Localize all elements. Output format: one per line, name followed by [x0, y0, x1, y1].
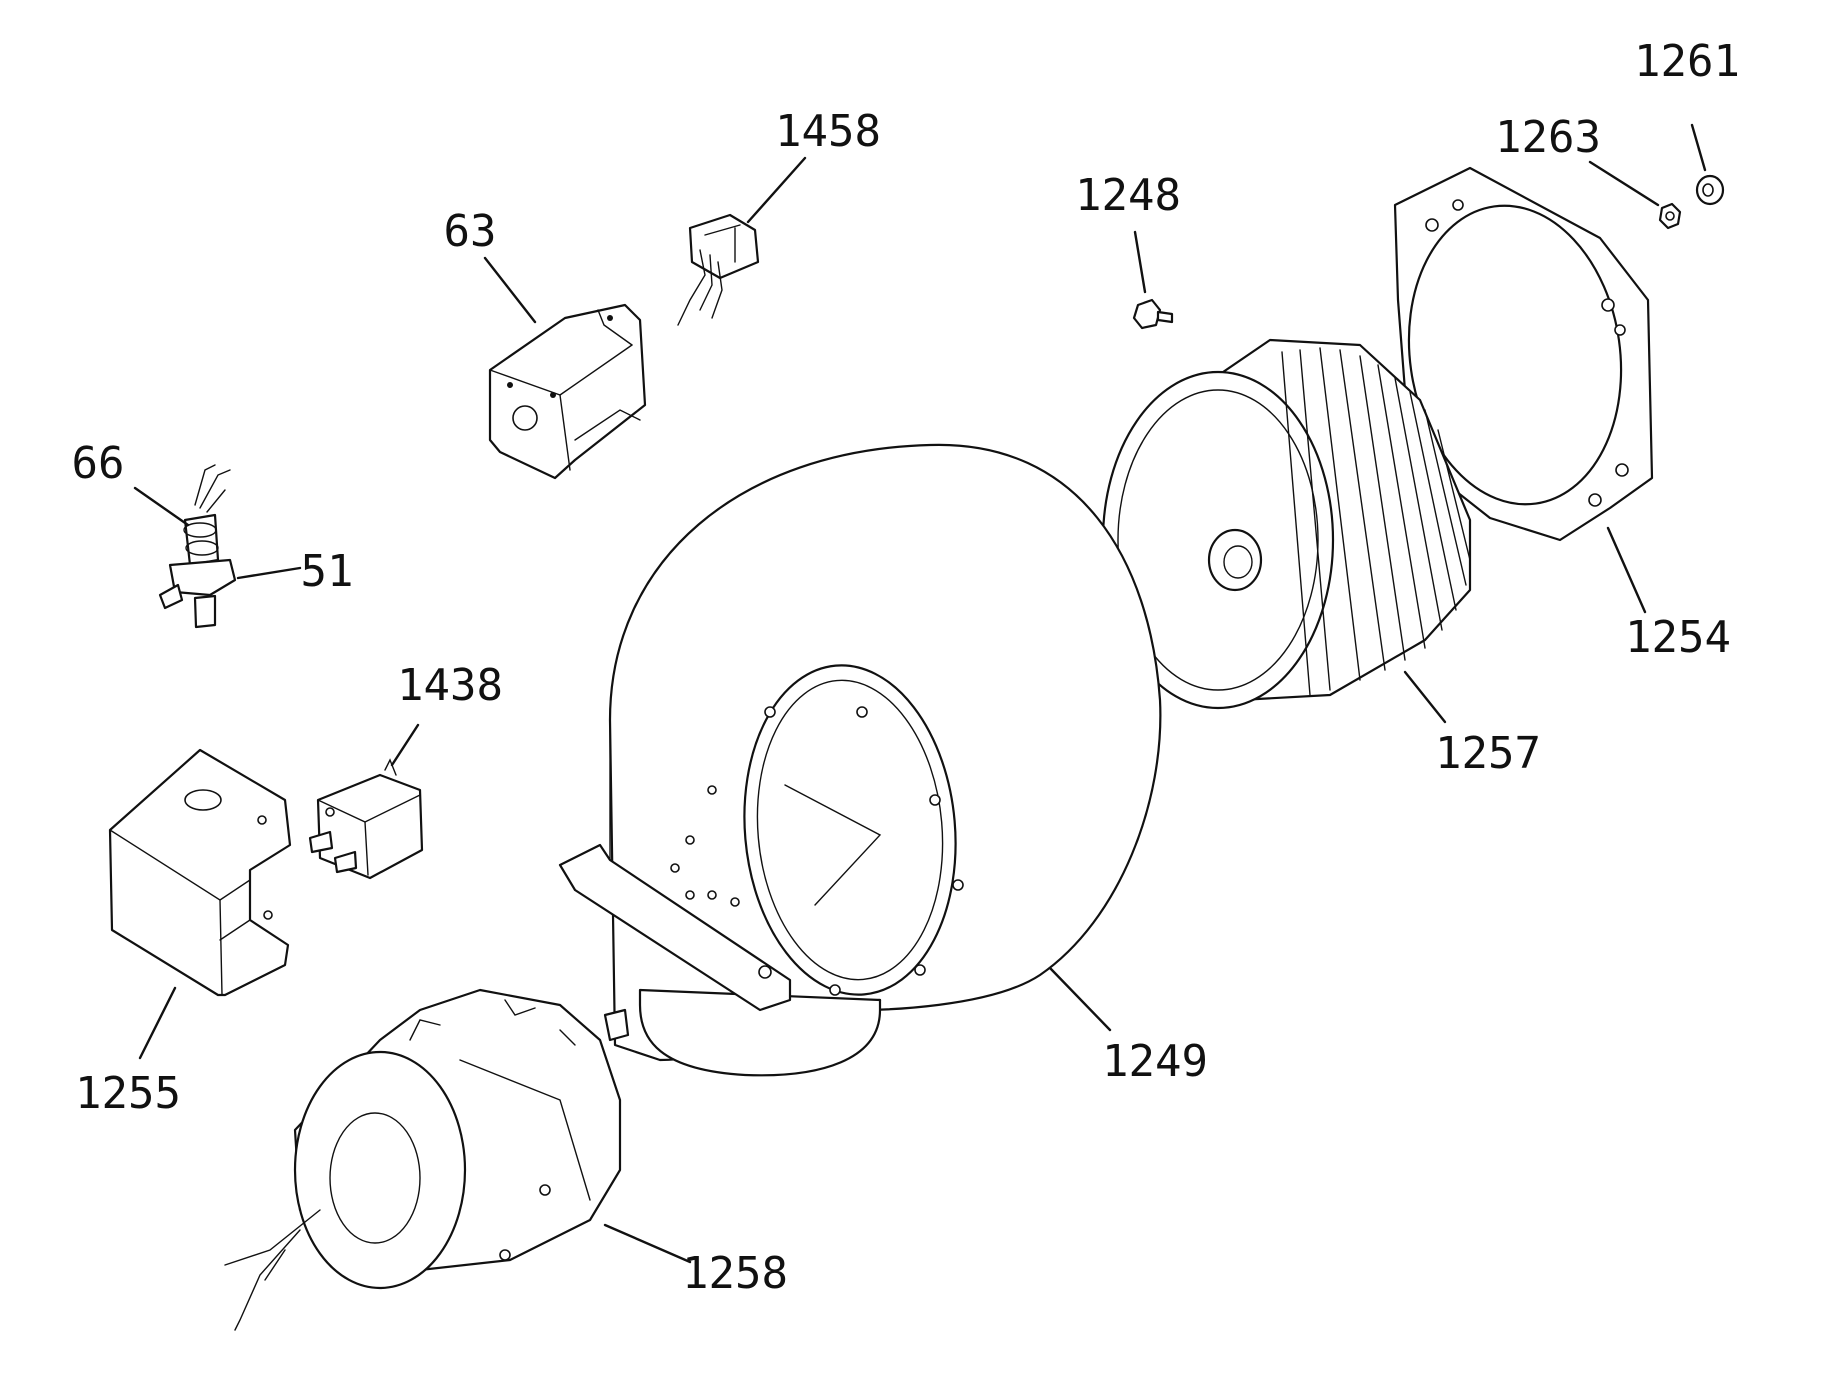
callout-63: 63: [444, 206, 497, 257]
leader-51: [236, 566, 302, 580]
callout-1255: 1255: [75, 1068, 181, 1119]
motor-icon: [224, 988, 630, 1331]
callout-66: 66: [72, 438, 125, 489]
leader-1255: [138, 986, 177, 1060]
blower-housing-icon: [558, 443, 1162, 1077]
callout-1438: 1438: [397, 660, 503, 711]
nut-icon: [1695, 174, 1725, 206]
wire-connector-icon: [677, 213, 760, 326]
callout-51: 51: [301, 546, 354, 597]
screw-icon: [1132, 298, 1174, 330]
valve-fitting-icon: [158, 464, 237, 629]
callout-1261: 1261: [1634, 36, 1740, 87]
leader-1254: [1606, 526, 1647, 614]
washer-icon: [1658, 202, 1682, 230]
switch-icon: [308, 758, 424, 880]
mounting-plate-icon: [1393, 166, 1654, 542]
callout-1263: 1263: [1495, 112, 1601, 163]
callout-1458: 1458: [775, 106, 881, 157]
leader-66: [133, 486, 190, 527]
callout-1254: 1254: [1625, 612, 1731, 663]
solenoid-coil-icon: [488, 303, 647, 480]
callout-1249: 1249: [1102, 1036, 1208, 1087]
callout-1257: 1257: [1435, 728, 1541, 779]
leader-1263: [1588, 160, 1660, 207]
leader-lines: [133, 123, 1707, 1264]
blower-wheel-icon: [1101, 338, 1472, 710]
leader-1257: [1403, 670, 1447, 724]
leader-1258: [603, 1223, 692, 1264]
callout-1248: 1248: [1075, 170, 1181, 221]
leader-1438: [390, 723, 420, 767]
callouts: 1261 1263 1458 1248 63 66 51 1438 1254 1…: [72, 36, 1740, 1299]
leader-1248: [1133, 230, 1147, 294]
bracket-cover-icon: [108, 748, 292, 997]
leader-1458: [746, 156, 807, 224]
leader-1261: [1690, 123, 1707, 172]
leader-63: [483, 256, 537, 324]
callout-1258: 1258: [682, 1248, 788, 1299]
leader-1249: [1048, 966, 1112, 1032]
